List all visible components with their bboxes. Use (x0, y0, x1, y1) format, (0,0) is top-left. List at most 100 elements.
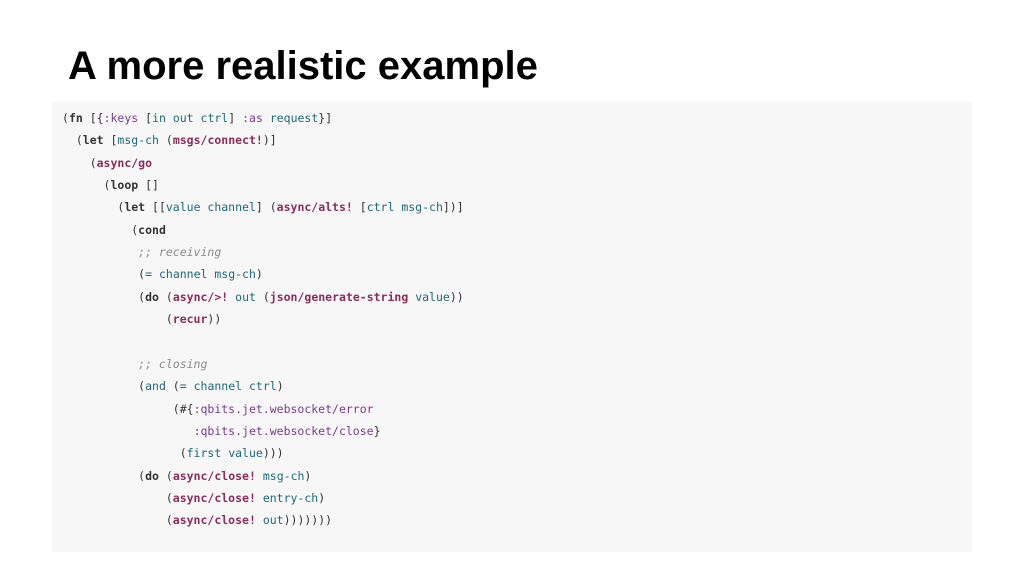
code-token: )) (449, 289, 464, 304)
code-token: request (269, 111, 319, 125)
code-token: recur (172, 312, 208, 327)
code-token: ] (228, 111, 243, 125)
code-token: = (145, 267, 153, 282)
code-line: (async/go (62, 152, 152, 174)
code-token: :keys (103, 111, 139, 125)
slide-title: A more realistic example (68, 44, 538, 88)
code-token: ])] (442, 200, 464, 215)
code-token: [] (138, 178, 159, 193)
code-line: (async/close! out))))))) (62, 509, 332, 531)
code-line: :qbits.jet.websocket/close} (62, 420, 381, 442)
code-line: (loop [] (62, 174, 159, 196)
code-token: async/>! (172, 289, 229, 304)
code-token: ( (62, 490, 173, 505)
code-token: first (186, 446, 222, 461)
code-token: ( (62, 312, 173, 327)
code-line: (recur)) (62, 308, 221, 330)
code-token: async/go (96, 155, 153, 170)
code-token: ( (158, 468, 173, 483)
code-token: [ (352, 200, 367, 215)
code-token: ( (62, 289, 146, 304)
code-token: ctrl msg-ch (366, 200, 443, 215)
code-token: msgs/connect! (172, 133, 263, 148)
code-token: do (145, 468, 159, 483)
code-line: (#{:qbits.jet.websocket/error (62, 398, 374, 420)
code-token: value (228, 446, 263, 461)
code-token: ( (62, 111, 69, 125)
code-line: (async/close! entry-ch) (62, 487, 325, 509)
code-token: ( (255, 289, 270, 304)
code-token (62, 424, 194, 438)
code-token: do (145, 289, 159, 304)
code-line: ;; receiving (62, 241, 221, 263)
code-token: async/close! (172, 513, 256, 528)
code-token: cond (138, 222, 166, 237)
code-token: :as (242, 111, 263, 125)
code-token: ( (62, 133, 83, 148)
code-token: async/alts! (276, 200, 353, 215)
code-token: ( (165, 379, 180, 394)
code-token: msg-ch (262, 468, 305, 483)
code-line: (first value))) (62, 442, 284, 464)
code-line: (let [msg-ch (msgs/connect!)] (62, 129, 277, 151)
code-token: ( (62, 178, 111, 193)
code-token: ( (62, 513, 173, 528)
code-token: value channel (165, 200, 256, 215)
code-token: ( (62, 222, 139, 237)
code-token: let (124, 200, 146, 215)
code-token: loop (110, 178, 139, 193)
code-token: ( (158, 133, 173, 148)
code-token: )] (262, 133, 277, 148)
code-token: ( (62, 267, 146, 282)
code-token: ) (318, 490, 326, 505)
code-token: ))) (262, 446, 284, 461)
code-block: (fn [{:keys [in out ctrl] :as request}] … (52, 102, 972, 552)
code-token: out (235, 289, 256, 304)
code-token: ;; closing (62, 356, 208, 371)
code-token: ( (62, 200, 125, 215)
code-line: (cond (62, 219, 166, 241)
code-line: (fn [{:keys [in out ctrl] :as request}] (62, 107, 332, 129)
code-token: [{ (82, 111, 104, 125)
code-token: msg-ch (117, 133, 159, 148)
code-token: channel ctrl (193, 379, 277, 394)
code-token: ( (62, 155, 97, 170)
code-line: ;; closing (62, 353, 207, 375)
code-token: :qbits.jet.websocket/error (193, 401, 374, 416)
code-line: (= channel msg-ch) (62, 263, 263, 285)
code-token: (#{ (62, 401, 194, 416)
code-token: )) (207, 312, 222, 327)
code-line: (do (async/>! out (json/generate-string … (62, 286, 464, 308)
code-token: async/close! (172, 468, 256, 483)
code-token: ( (62, 379, 146, 394)
code-token: ))))))) (283, 513, 333, 528)
code-token (256, 469, 263, 483)
code-token: in out ctrl (152, 111, 229, 125)
code-line: (do (async/close! msg-ch) (62, 465, 311, 487)
code-token: entry-ch (262, 490, 319, 505)
code-token: :qbits.jet.websocket/close (193, 423, 374, 438)
code-token: ;; receiving (62, 245, 222, 260)
code-token (256, 513, 263, 527)
code-token: and (145, 379, 166, 394)
code-token: [[ (145, 200, 166, 215)
code-token: ) (276, 379, 284, 394)
code-token: json/generate-string (269, 289, 409, 304)
code-token: channel msg-ch (158, 267, 256, 282)
code-token: ) (304, 468, 312, 483)
code-token: out (262, 513, 284, 528)
code-token (256, 491, 263, 505)
code-token: ) (255, 267, 263, 282)
code-token (263, 111, 270, 125)
code-token (152, 267, 159, 281)
code-token: }] (318, 111, 333, 125)
code-token: ( (62, 446, 187, 461)
code-token: async/close! (172, 490, 256, 505)
code-token: fn (68, 111, 83, 125)
code-token: = (179, 379, 187, 394)
code-token (187, 379, 194, 393)
code-token: ( (158, 289, 173, 304)
code-token: ] ( (255, 200, 277, 215)
code-line: (and (= channel ctrl) (62, 375, 284, 397)
code-token: value (415, 289, 450, 304)
